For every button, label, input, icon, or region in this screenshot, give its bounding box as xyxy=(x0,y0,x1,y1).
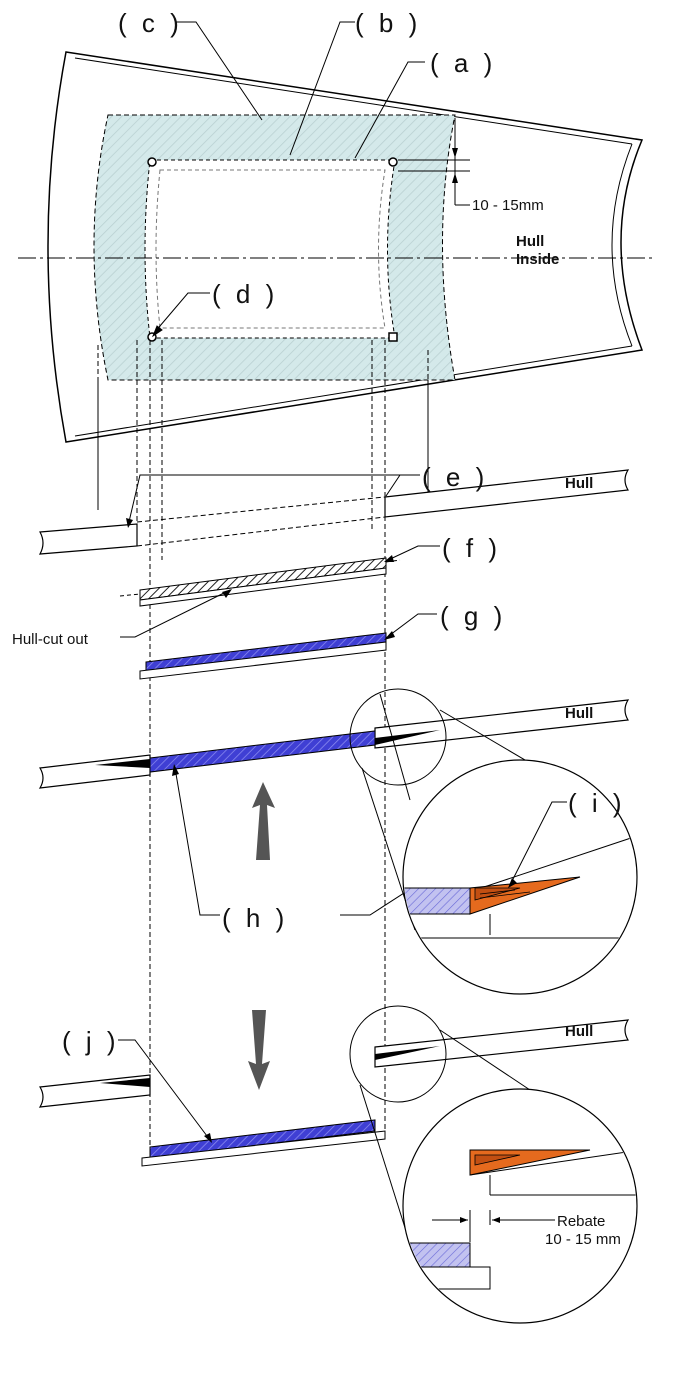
label-d: ( d ) xyxy=(212,279,278,309)
hull-panel-top-view xyxy=(18,51,655,443)
corner-hole-icon xyxy=(147,157,157,167)
label-f: ( f ) xyxy=(442,533,501,563)
label-e: ( e ) xyxy=(422,462,488,492)
rebate-text-2: 10 - 15 mm xyxy=(545,1231,621,1248)
hull-section-e xyxy=(38,469,630,555)
label-b: ( b ) xyxy=(355,8,421,38)
label-h: ( h ) xyxy=(222,903,288,933)
rebate-text-1: Rebate xyxy=(557,1213,605,1230)
hull-label-h: Hull xyxy=(565,705,593,722)
label-c: ( c ) xyxy=(118,8,183,38)
hull-inside-text-2: Inside xyxy=(516,251,559,268)
detail-view-rebate xyxy=(402,1088,638,1324)
label-i: ( i ) xyxy=(568,788,626,818)
label-j: ( j ) xyxy=(62,1026,120,1056)
hull-section-h xyxy=(38,688,630,931)
hull-section-j xyxy=(38,1005,630,1251)
hull-cut-out-text: Hull-cut out xyxy=(12,631,89,648)
hull-inside-text-1: Hull xyxy=(516,233,544,250)
hull-label-j: Hull xyxy=(565,1023,593,1040)
corner-hole-icon xyxy=(388,157,398,167)
label-a: ( a ) xyxy=(430,48,496,78)
hull-cut-out-f xyxy=(119,545,440,638)
detail-view-i xyxy=(402,759,638,995)
leader-lines-top xyxy=(151,21,425,338)
hull-label-e: Hull xyxy=(565,475,593,492)
gap-dimension-text: 10 - 15mm xyxy=(472,197,544,214)
patch-g xyxy=(139,613,437,680)
label-g: ( g ) xyxy=(440,601,506,631)
